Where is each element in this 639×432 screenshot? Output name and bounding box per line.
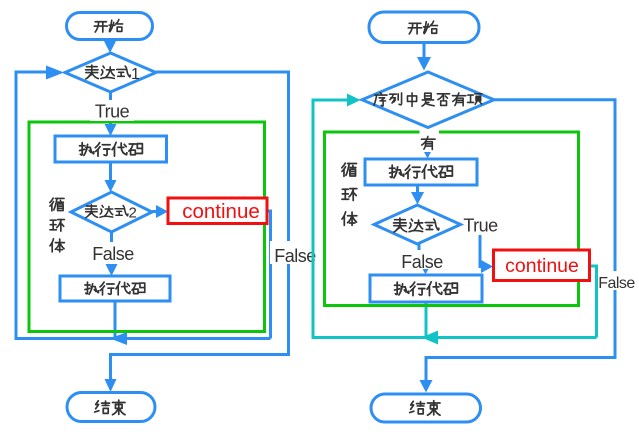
svg-text:False: False — [92, 244, 134, 264]
svg-text:True: True — [463, 216, 498, 236]
svg-text:False: False — [401, 252, 443, 272]
svg-text:continue: continue — [182, 200, 260, 223]
svg-text:False: False — [274, 246, 316, 266]
svg-text:True: True — [95, 102, 130, 122]
svg-text:False: False — [598, 275, 635, 292]
svg-text:continue: continue — [505, 255, 579, 277]
svg-text:1: 1 — [131, 66, 140, 83]
svg-text:2: 2 — [129, 205, 137, 222]
